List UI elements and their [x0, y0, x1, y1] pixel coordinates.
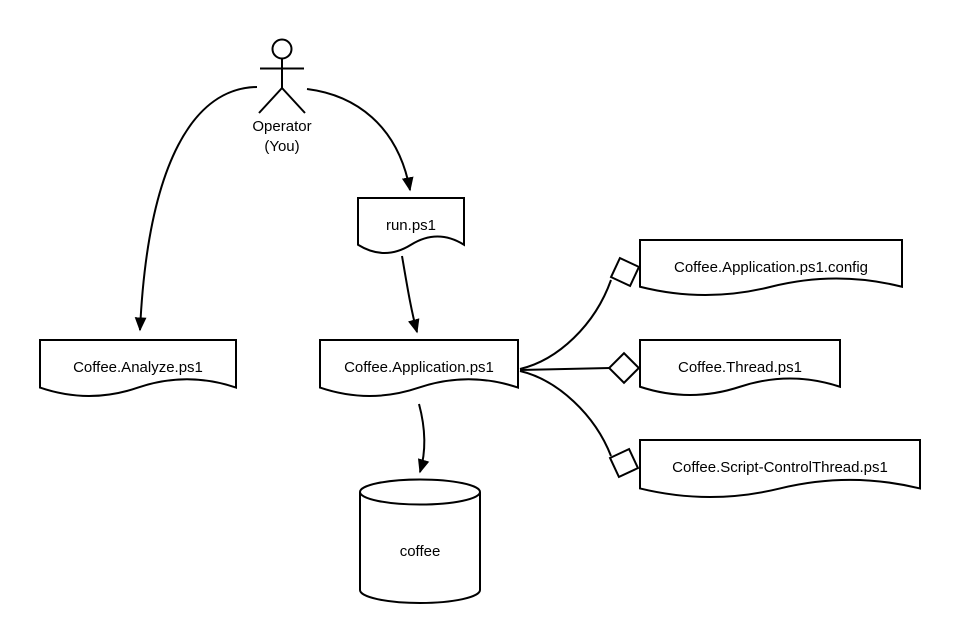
coffee-application-ps1-label: Coffee.Application.ps1	[344, 359, 494, 376]
database-cylinder-body	[359, 492, 481, 604]
actor-label-line2: (You)	[264, 138, 299, 155]
coffee-script-controlthread-ps1-label: Coffee.Script-ControlThread.ps1	[672, 459, 888, 476]
coffee-application-ps1-config-label: Coffee.Application.ps1.config	[674, 259, 868, 276]
edge-operator-to-run-arrow	[306, 88, 414, 192]
edge-operator-to-analyze-arrow	[134, 86, 258, 332]
actor-operator: Operator (You)	[252, 38, 312, 155]
coffee-analyze-ps1-label: Coffee.Analyze.ps1	[73, 359, 203, 376]
actor-head	[271, 38, 293, 60]
edge-run-to-application-arrow	[401, 255, 420, 334]
actor-label-line1: Operator	[252, 118, 311, 135]
edge-application-to-controlthread-line	[519, 370, 612, 457]
edge-application-to-config-line	[519, 279, 612, 370]
aggregation-diamond-config	[609, 256, 641, 288]
document-shape-coffee-script-controlthread-ps1	[639, 439, 921, 498]
node-coffee-database: coffee	[359, 478, 481, 604]
edges	[134, 86, 641, 479]
document-shape-coffee-application-ps1	[319, 339, 519, 397]
actor-left-leg	[258, 87, 283, 114]
edge-application-to-database-arrow	[417, 403, 430, 474]
actor-right-leg	[281, 87, 306, 114]
aggregation-diamond-controlthread	[608, 447, 640, 479]
edge-application-to-thread-line	[519, 367, 611, 371]
aggregation-diamond-thread	[607, 351, 641, 385]
node-run-ps1: run.ps1	[357, 197, 465, 254]
node-coffee-application-ps1-config: Coffee.Application.ps1.config	[639, 239, 903, 296]
node-coffee-script-controlthread-ps1: Coffee.Script-ControlThread.ps1	[639, 439, 921, 498]
document-shape-coffee-analyze-ps1	[39, 339, 237, 397]
coffee-database-label: coffee	[400, 543, 441, 560]
node-coffee-application-ps1: Coffee.Application.ps1	[319, 339, 519, 397]
node-coffee-analyze-ps1: Coffee.Analyze.ps1	[39, 339, 237, 397]
run-ps1-label: run.ps1	[386, 217, 436, 234]
database-cylinder-top	[359, 478, 481, 506]
document-shape-run-ps1	[357, 197, 465, 254]
document-shape-coffee-application-ps1-config	[639, 239, 903, 296]
node-coffee-thread-ps1: Coffee.Thread.ps1	[639, 339, 841, 396]
coffee-thread-ps1-label: Coffee.Thread.ps1	[678, 359, 802, 376]
document-shape-coffee-thread-ps1	[639, 339, 841, 396]
